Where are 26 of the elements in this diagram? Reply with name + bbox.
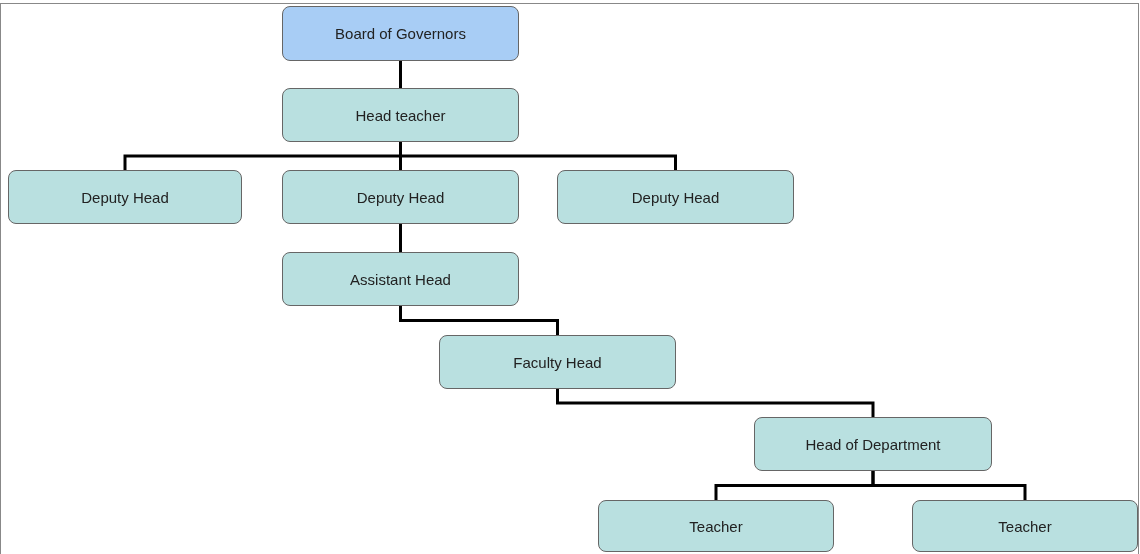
role-label: Head of Department bbox=[805, 435, 941, 453]
org-box bbox=[8, 170, 242, 224]
connector-line bbox=[399, 142, 677, 170]
role-label: Assistant Head bbox=[350, 270, 451, 288]
role-label: Deputy Head bbox=[356, 188, 445, 206]
role-label: Teacher bbox=[689, 517, 743, 535]
org-box bbox=[282, 88, 519, 142]
org-box bbox=[439, 335, 676, 389]
connector-line bbox=[871, 471, 1027, 500]
role-label: Head teacher bbox=[355, 106, 446, 124]
org-box bbox=[557, 170, 794, 224]
connector-line bbox=[399, 61, 402, 88]
org-box bbox=[282, 6, 519, 61]
org-box bbox=[754, 417, 992, 471]
role-label: Board of Governors bbox=[335, 25, 466, 42]
role-label: Deputy Head bbox=[631, 188, 720, 206]
org-box bbox=[598, 500, 834, 552]
connector-line bbox=[399, 224, 402, 252]
org-box bbox=[282, 170, 519, 224]
connector-line bbox=[556, 389, 875, 417]
connector-line bbox=[399, 306, 559, 335]
org-box bbox=[912, 500, 1138, 552]
role-label: Deputy Head bbox=[81, 188, 169, 206]
org-box bbox=[282, 252, 519, 306]
role-label: Faculty Head bbox=[513, 353, 602, 371]
role-label: Teacher bbox=[998, 517, 1052, 535]
